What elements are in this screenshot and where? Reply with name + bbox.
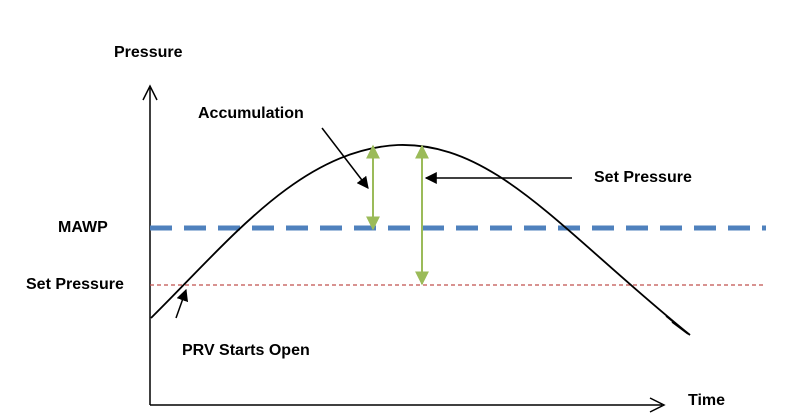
accumulation-label: Accumulation [198,105,304,122]
x-axis-arrowhead-icon [649,397,666,413]
mawp-label: MAWP [58,219,108,236]
pressure-curve [150,144,691,336]
y-axis-arrowhead-icon [142,84,158,101]
axes [142,84,666,413]
set-pressure-label-left: Set Pressure [26,276,124,293]
y-axis-label: Pressure [114,44,183,61]
prv-open-pointer-arrow [175,288,189,319]
prv-starts-open-label: PRV Starts Open [182,342,310,359]
accumulation-pointer-arrow [321,127,369,189]
x-axis-label: Time [688,392,725,409]
curve-end-arrowhead-icon [665,315,689,335]
set-pressure-label-right: Set Pressure [594,169,692,186]
